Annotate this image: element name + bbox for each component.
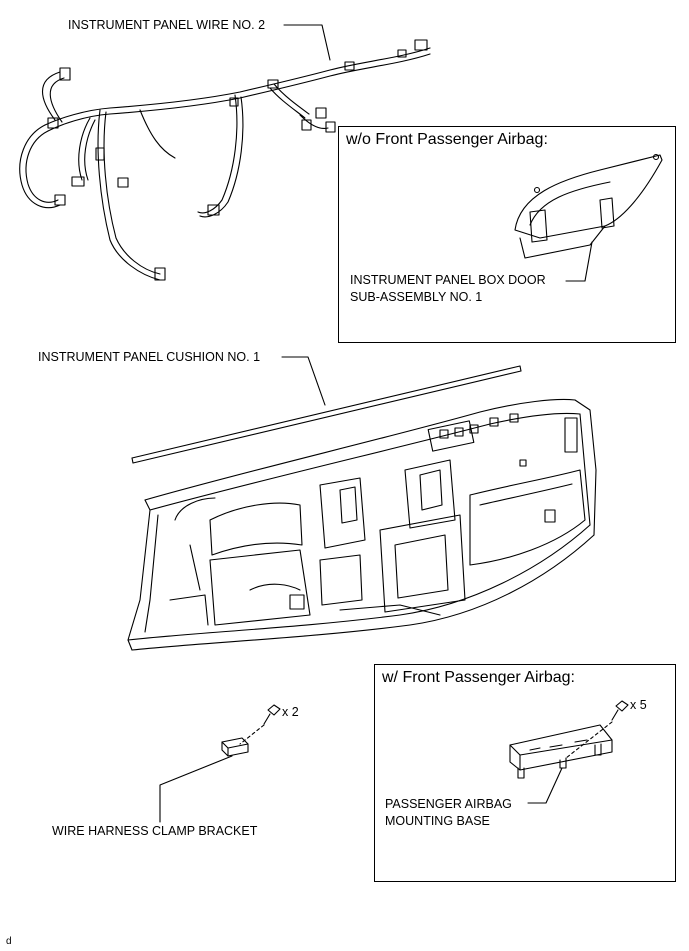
label-qty-base-bolts: x 5 [630, 698, 647, 712]
instrument-panel-wire-harness [19, 39, 431, 281]
leader-line-box-door [565, 241, 593, 282]
callout-box-without-airbag: w/o Front Passenger Airbag: [338, 126, 676, 343]
instrument-panel-body [127, 398, 597, 651]
bolt-icon [263, 704, 281, 725]
leader-line-cushion [281, 356, 326, 406]
label-wire-harness-clamp-bracket: WIRE HARNESS CLAMP BRACKET [52, 824, 258, 838]
box-title-without-airbag: w/o Front Passenger Airbag: [346, 131, 548, 148]
box-title-with-airbag: w/ Front Passenger Airbag: [382, 669, 575, 686]
bolt-icon [611, 700, 629, 721]
wire-harness-clamp-bracket [221, 737, 249, 757]
label-qty-bracket-bolts: x 2 [282, 705, 299, 719]
label-box-door-line1: INSTRUMENT PANEL BOX DOOR [350, 273, 546, 287]
passenger-airbag-mounting-base [509, 724, 613, 779]
instrument-panel-cushion-strip [131, 365, 522, 464]
leader-line-wire [283, 24, 331, 61]
dashed-install-line-bracket [239, 724, 265, 745]
label-airbag-base-line2: MOUNTING BASE [385, 814, 490, 828]
label-instrument-panel-wire: INSTRUMENT PANEL WIRE NO. 2 [68, 18, 266, 32]
label-instrument-panel-cushion: INSTRUMENT PANEL CUSHION NO. 1 [38, 350, 261, 364]
label-box-door-line2: SUB-ASSEMBLY NO. 1 [350, 290, 483, 304]
leader-line-airbag-base [527, 767, 563, 804]
label-airbag-base-line1: PASSENGER AIRBAG [385, 797, 512, 811]
figure-code: d [6, 936, 12, 947]
callout-box-with-airbag: w/ Front Passenger Airbag: [374, 664, 676, 882]
dashed-install-line-base [565, 721, 613, 759]
box-door-sub-assembly [514, 153, 663, 259]
leader-line-bracket [159, 755, 233, 823]
